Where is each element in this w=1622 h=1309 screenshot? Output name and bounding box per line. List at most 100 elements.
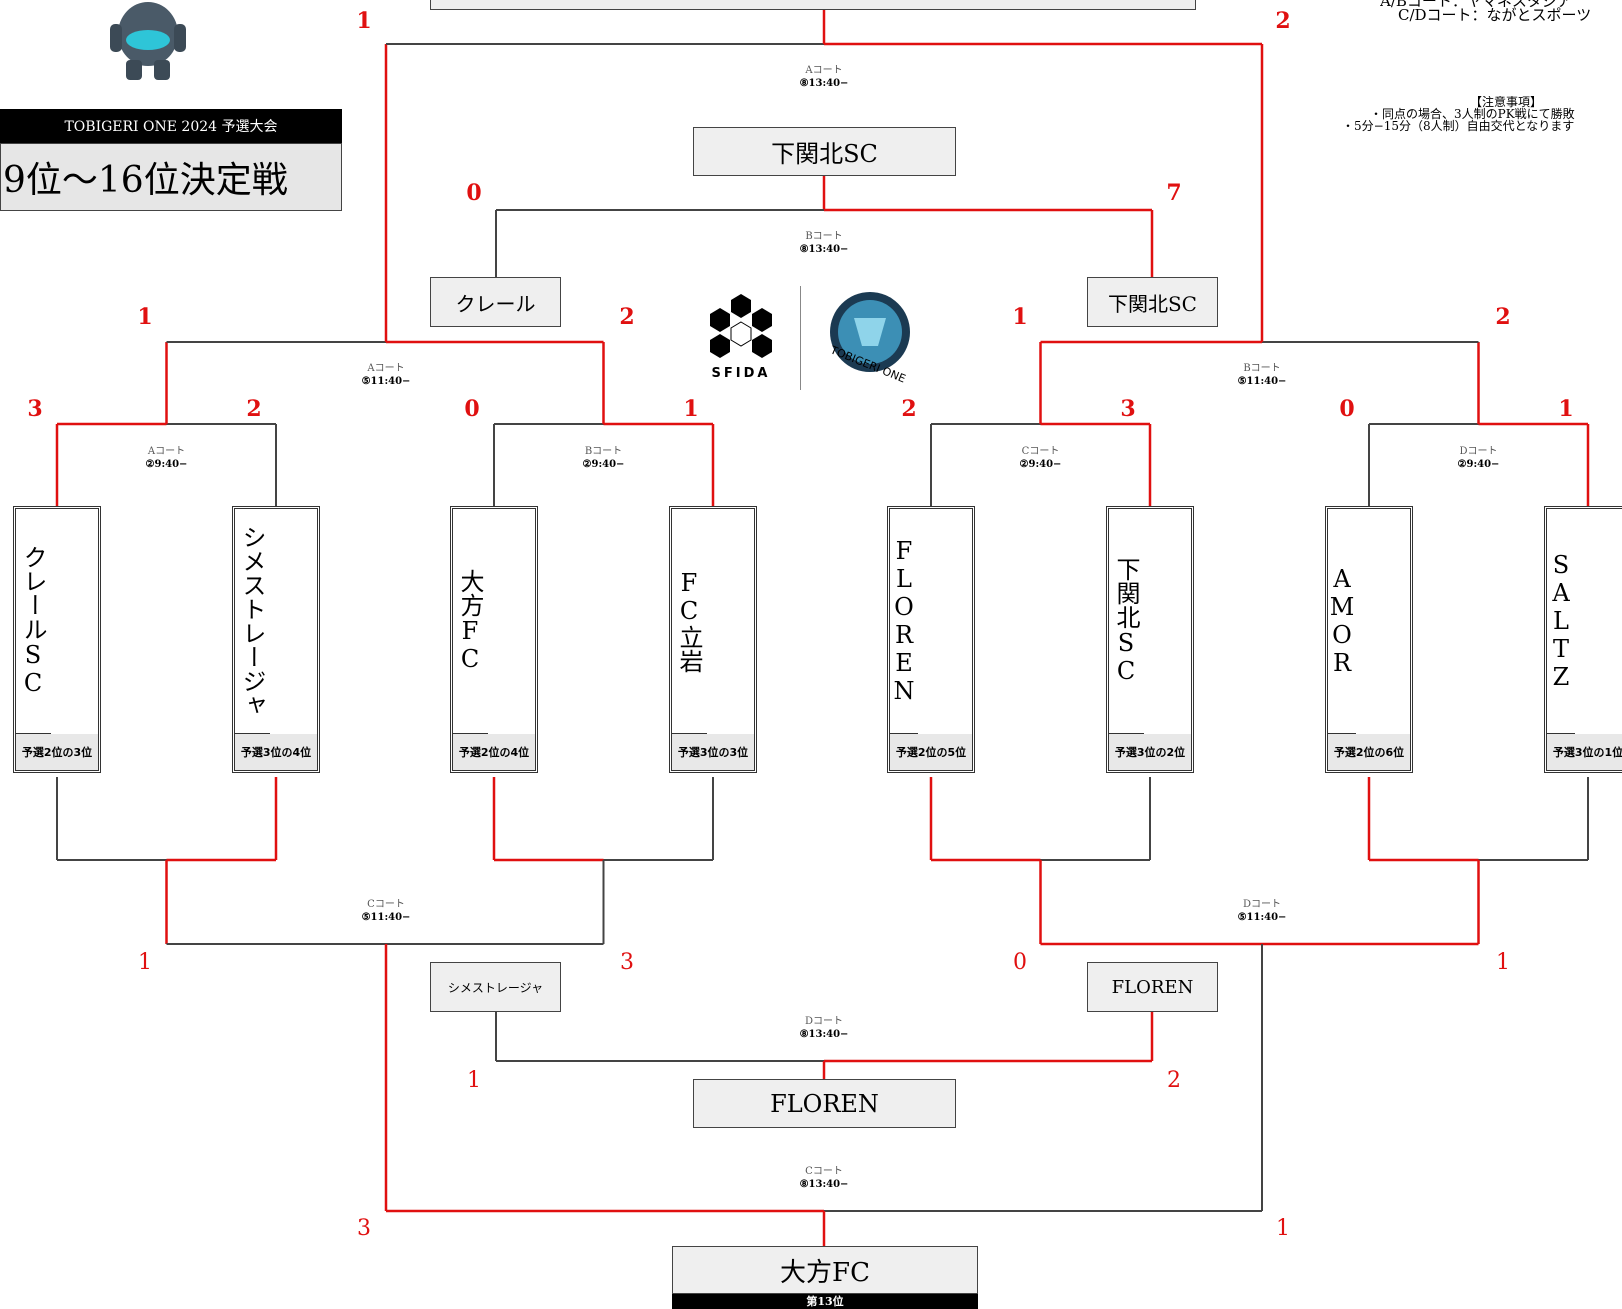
upper-third-court: Bコート ⑧13:40− — [774, 230, 874, 256]
match-time: ⑤11:40− — [1237, 912, 1287, 923]
team-card: シメストレージャ予選3位の4位 — [232, 506, 320, 773]
match-time: ⑧13:40− — [799, 1029, 849, 1040]
upper-third-right-box: 下関北SC — [1087, 277, 1218, 327]
r1-score: 1 — [1558, 396, 1574, 422]
upper-final-score: 1 — [356, 8, 372, 34]
court-label: Aコート — [367, 363, 405, 374]
r2-winner-score: 2 — [1495, 304, 1511, 330]
logo-divider — [800, 286, 801, 390]
r1-score: 3 — [27, 396, 43, 422]
lower-final-score: 3 — [357, 1216, 371, 1241]
match-time: ⑤11:40− — [361, 376, 411, 387]
r1-court: Cコート ②9:40− — [991, 445, 1091, 471]
team-card: FC立岩予選3位の3位 — [669, 506, 757, 773]
rank-label: 第13位 — [672, 1294, 978, 1309]
r2-winner-court: Bコート ⑤11:40− — [1212, 362, 1312, 388]
team-name: SALTZ — [1547, 509, 1575, 734]
match-time: ⑧13:40− — [799, 1179, 849, 1190]
lower-final-court: Cコート ⑧13:40− — [774, 1165, 874, 1191]
lower-right-box: FLOREN — [1087, 962, 1218, 1012]
team-seed: 予選3位の4位 — [235, 734, 317, 770]
r1-score: 0 — [1339, 396, 1355, 422]
match-time: ⑧13:40− — [799, 244, 849, 255]
lower-final-score: 1 — [1276, 1216, 1290, 1241]
r2-winner-score: 1 — [137, 304, 153, 330]
team-name: 大方FC — [453, 509, 488, 734]
page-title: 9位〜16位決定戦 — [0, 143, 342, 211]
r2-loser-score: 1 — [138, 950, 152, 975]
match-time: ⑧13:40− — [799, 78, 849, 89]
r2-loser-score: 1 — [1496, 950, 1510, 975]
court-label: Bコート — [805, 231, 843, 242]
tobigeri-ball-icon — [830, 292, 910, 372]
sfida-logo-text: SFIDA — [711, 366, 771, 381]
r1-score: 2 — [901, 396, 917, 422]
series-title: TOBIGERI ONE 2024 予選大会 — [64, 119, 278, 135]
venue-line-2: C/Dコート：ながとスポーツ — [1398, 6, 1592, 23]
sfida-hexagon-icon — [710, 294, 772, 358]
team-seed: 予選3位の3位 — [672, 734, 754, 770]
upper-third-score: 7 — [1166, 180, 1182, 206]
court-label: Bコート — [584, 446, 623, 457]
team-seed: 予選2位の6位 — [1328, 734, 1410, 770]
r1-score: 1 — [683, 396, 699, 422]
court-label: Cコート — [367, 899, 405, 910]
court-label: Dコート — [1459, 446, 1498, 457]
team-name: クレールSC — [16, 509, 51, 734]
series-title-bar: TOBIGERI ONE 2024 予選大会 — [0, 109, 342, 143]
match-time: ②9:40− — [1457, 459, 1500, 470]
lower-winner-box: 大方FC — [672, 1246, 978, 1294]
match-time: ②9:40− — [582, 459, 625, 470]
r2-winner-score: 2 — [619, 304, 635, 330]
upper-winner-box: 下関北SC — [693, 127, 956, 176]
r1-court: Dコート ②9:40− — [1429, 445, 1529, 471]
team-name: FC立岩 — [672, 509, 707, 734]
team-seed: 予選2位の3位 — [16, 734, 98, 770]
upper-third-score: 0 — [466, 180, 482, 206]
court-label: Aコート — [805, 65, 843, 76]
r1-court: Aコート ②9:40− — [117, 445, 217, 471]
lower-semi-score: 1 — [467, 1068, 481, 1093]
team-name: シメストレージャ — [235, 509, 270, 734]
court-label: Dコート — [1242, 899, 1282, 910]
upper-final-court: Aコート ⑧13:40− — [774, 64, 874, 90]
team-seed: 予選3位の1位 — [1547, 734, 1622, 770]
tobigeri-logo: TOBIGERI ONE — [820, 288, 930, 388]
r2-winner-score: 1 — [1012, 304, 1028, 330]
r2-loser-court: Dコート ⑤11:40− — [1212, 898, 1312, 924]
team-seed: 予選3位の2位 — [1109, 734, 1191, 770]
venue-line-1: A/Bコート：ヤマネスタジア — [1380, 0, 1572, 10]
upper-third-left-box: クレール — [430, 277, 561, 327]
lower-left-box: シメストレージャ — [430, 962, 561, 1012]
r2-loser-score: 3 — [620, 950, 634, 975]
court-label: Cコート — [1021, 446, 1060, 457]
match-time: ②9:40− — [145, 459, 188, 470]
upper-final-score: 2 — [1275, 8, 1291, 34]
team-name: 下関北SC — [1109, 509, 1144, 734]
court-label: Bコート — [1243, 363, 1281, 374]
r2-loser-court: Cコート ⑤11:40− — [336, 898, 436, 924]
team-name: FLOREN — [890, 509, 918, 734]
r2-winner-court: Aコート ⑤11:40− — [336, 362, 436, 388]
notes-heading: 【注意事項】 — [1469, 96, 1542, 109]
team-seed: 予選2位の5位 — [890, 734, 972, 770]
match-time: ⑤11:40− — [1237, 376, 1287, 387]
team-seed: 予選2位の4位 — [453, 734, 535, 770]
r1-score: 2 — [246, 396, 262, 422]
r2-loser-score: 0 — [1013, 950, 1027, 975]
match-time: ②9:40− — [1019, 459, 1062, 470]
court-label: Aコート — [147, 446, 186, 457]
match-time: ⑤11:40− — [361, 912, 411, 923]
sfida-logo: SFIDA — [706, 292, 776, 384]
r1-court: Bコート ②9:40− — [554, 445, 654, 471]
court-label: Dコート — [804, 1016, 844, 1027]
court-label: Cコート — [805, 1166, 843, 1177]
notes-line-2: ・5分−15分（8人制）自由交代となります — [1342, 119, 1575, 132]
